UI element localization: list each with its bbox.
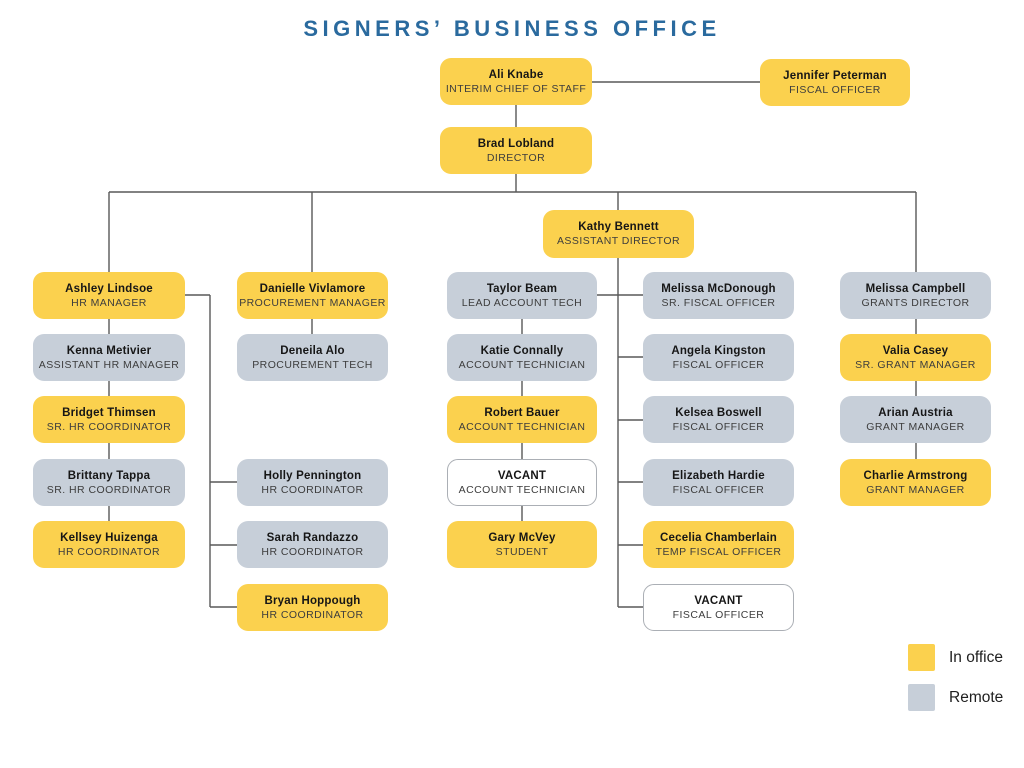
person-name: Gary McVey bbox=[488, 531, 556, 544]
node-jennifer-peterman: Jennifer Peterman FISCAL OFFICER bbox=[760, 59, 910, 106]
page-title: SIGNERS’ BUSINESS OFFICE bbox=[303, 16, 721, 41]
node-brittany-tappa: Brittany Tappa SR. HR COORDINATOR bbox=[33, 459, 185, 506]
person-role: FISCAL OFFICER bbox=[672, 483, 765, 496]
person-name: Kellsey Huizenga bbox=[60, 531, 158, 544]
person-role: SR. FISCAL OFFICER bbox=[661, 296, 776, 309]
person-name: Arian Austria bbox=[878, 406, 953, 419]
person-role: HR COORDINATOR bbox=[261, 483, 364, 496]
person-name: Valia Casey bbox=[882, 344, 949, 357]
person-role: INTERIM CHIEF OF STAFF bbox=[445, 82, 587, 95]
person-name: Kenna Metivier bbox=[66, 344, 152, 357]
person-name: Deneila Alo bbox=[280, 344, 345, 357]
person-role: HR COORDINATOR bbox=[261, 608, 364, 621]
node-taylor-beam: Taylor Beam LEAD ACCOUNT TECH bbox=[447, 272, 597, 319]
person-role: GRANTS DIRECTOR bbox=[861, 296, 970, 309]
node-vacant-fiscal-officer: VACANT FISCAL OFFICER bbox=[643, 584, 794, 631]
person-role: HR COORDINATOR bbox=[261, 545, 364, 558]
person-role: SR. HR COORDINATOR bbox=[46, 483, 172, 496]
node-vacant-account-technician: VACANT ACCOUNT TECHNICIAN bbox=[447, 459, 597, 506]
person-name: Melissa McDonough bbox=[661, 282, 776, 295]
node-katie-connally: Katie Connally ACCOUNT TECHNICIAN bbox=[447, 334, 597, 381]
person-name: Bryan Hoppough bbox=[264, 594, 361, 607]
node-sarah-randazzo: Sarah Randazzo HR COORDINATOR bbox=[237, 521, 388, 568]
node-bryan-hoppough: Bryan Hoppough HR COORDINATOR bbox=[237, 584, 388, 631]
node-kathy-bennett: Kathy Bennett ASSISTANT DIRECTOR bbox=[543, 210, 694, 258]
person-name: Taylor Beam bbox=[486, 282, 558, 295]
person-name: Kathy Bennett bbox=[578, 221, 659, 233]
person-name: Angela Kingston bbox=[671, 344, 766, 357]
person-role: SR. HR COORDINATOR bbox=[46, 420, 172, 433]
node-holly-pennington: Holly Pennington HR COORDINATOR bbox=[237, 459, 388, 506]
person-role: ASSISTANT HR MANAGER bbox=[38, 358, 180, 371]
person-name: Kelsea Boswell bbox=[675, 406, 762, 419]
node-melissa-mcdonough: Melissa McDonough SR. FISCAL OFFICER bbox=[643, 272, 794, 319]
node-charlie-armstrong: Charlie Armstrong GRANT MANAGER bbox=[840, 459, 991, 506]
in-office-swatch bbox=[908, 644, 935, 671]
person-role: FISCAL OFFICER bbox=[672, 358, 765, 371]
person-name: VACANT bbox=[694, 594, 743, 607]
node-arian-austria: Arian Austria GRANT MANAGER bbox=[840, 396, 991, 443]
person-role: SR. GRANT MANAGER bbox=[855, 358, 976, 371]
person-name: Katie Connally bbox=[480, 344, 564, 357]
person-name: Brittany Tappa bbox=[67, 469, 151, 482]
person-role: DIRECTOR bbox=[486, 151, 546, 164]
person-name: VACANT bbox=[497, 469, 547, 482]
person-name: Danielle Vivlamore bbox=[259, 282, 366, 295]
person-role: ACCOUNT TECHNICIAN bbox=[458, 483, 586, 496]
person-role: HR MANAGER bbox=[71, 296, 147, 309]
legend-item-in-office: In office bbox=[908, 644, 1003, 671]
person-role: LEAD ACCOUNT TECH bbox=[461, 296, 583, 309]
person-name: Bridget Thimsen bbox=[62, 406, 156, 419]
person-role: FISCAL OFFICER bbox=[672, 608, 765, 621]
legend-label: In office bbox=[949, 648, 1004, 666]
node-robert-bauer: Robert Bauer ACCOUNT TECHNICIAN bbox=[447, 396, 597, 443]
node-kelsea-boswell: Kelsea Boswell FISCAL OFFICER bbox=[643, 396, 794, 443]
person-role: ACCOUNT TECHNICIAN bbox=[458, 358, 586, 371]
person-role: FISCAL OFFICER bbox=[789, 83, 881, 96]
node-valia-casey: Valia Casey SR. GRANT MANAGER bbox=[840, 334, 991, 381]
node-bridget-thimsen: Bridget Thimsen SR. HR COORDINATOR bbox=[33, 396, 185, 443]
person-name: Jennifer Peterman bbox=[783, 69, 887, 82]
person-name: Ashley Lindsoe bbox=[65, 282, 153, 295]
node-kenna-metivier: Kenna Metivier ASSISTANT HR MANAGER bbox=[33, 334, 185, 381]
person-name: Melissa Campbell bbox=[865, 282, 966, 295]
legend: In office Remote bbox=[908, 644, 1003, 724]
person-name: Ali Knabe bbox=[488, 68, 544, 81]
person-name: Brad Lobland bbox=[477, 137, 555, 150]
node-danielle-vivlamore: Danielle Vivlamore PROCUREMENT MANAGER bbox=[237, 272, 388, 319]
person-role: TEMP FISCAL OFFICER bbox=[655, 545, 782, 558]
person-name: Holly Pennington bbox=[263, 469, 362, 482]
person-role: GRANT MANAGER bbox=[866, 420, 965, 433]
person-name: Cecelia Chamberlain bbox=[660, 531, 777, 544]
node-deneila-alo: Deneila Alo PROCUREMENT TECH bbox=[237, 334, 388, 381]
node-kellsey-huizenga: Kellsey Huizenga HR COORDINATOR bbox=[33, 521, 185, 568]
person-role: PROCUREMENT MANAGER bbox=[239, 296, 386, 309]
node-elizabeth-hardie: Elizabeth Hardie FISCAL OFFICER bbox=[643, 459, 794, 506]
person-role: STUDENT bbox=[495, 545, 549, 558]
person-name: Sarah Randazzo bbox=[266, 531, 359, 544]
node-angela-kingston: Angela Kingston FISCAL OFFICER bbox=[643, 334, 794, 381]
person-name: Elizabeth Hardie bbox=[672, 469, 765, 482]
person-name: Robert Bauer bbox=[484, 406, 560, 419]
node-ashley-lindsoe: Ashley Lindsoe HR MANAGER bbox=[33, 272, 185, 319]
node-gary-mcvey: Gary McVey STUDENT bbox=[447, 521, 597, 568]
node-ali-knabe: Ali Knabe INTERIM CHIEF OF STAFF bbox=[440, 58, 592, 105]
person-role: HR COORDINATOR bbox=[57, 545, 161, 558]
person-name: Charlie Armstrong bbox=[863, 469, 968, 482]
person-role: GRANT MANAGER bbox=[866, 483, 965, 496]
legend-item-remote: Remote bbox=[908, 684, 1003, 711]
remote-swatch bbox=[908, 684, 935, 711]
node-cecelia-chamberlain: Cecelia Chamberlain TEMP FISCAL OFFICER bbox=[643, 521, 794, 568]
legend-label: Remote bbox=[949, 688, 1004, 706]
person-role: ASSISTANT DIRECTOR bbox=[556, 235, 681, 247]
node-brad-lobland: Brad Lobland DIRECTOR bbox=[440, 127, 592, 174]
person-role: PROCUREMENT TECH bbox=[252, 358, 373, 371]
node-melissa-campbell: Melissa Campbell GRANTS DIRECTOR bbox=[840, 272, 991, 319]
person-role: FISCAL OFFICER bbox=[672, 420, 765, 433]
person-role: ACCOUNT TECHNICIAN bbox=[458, 420, 586, 433]
